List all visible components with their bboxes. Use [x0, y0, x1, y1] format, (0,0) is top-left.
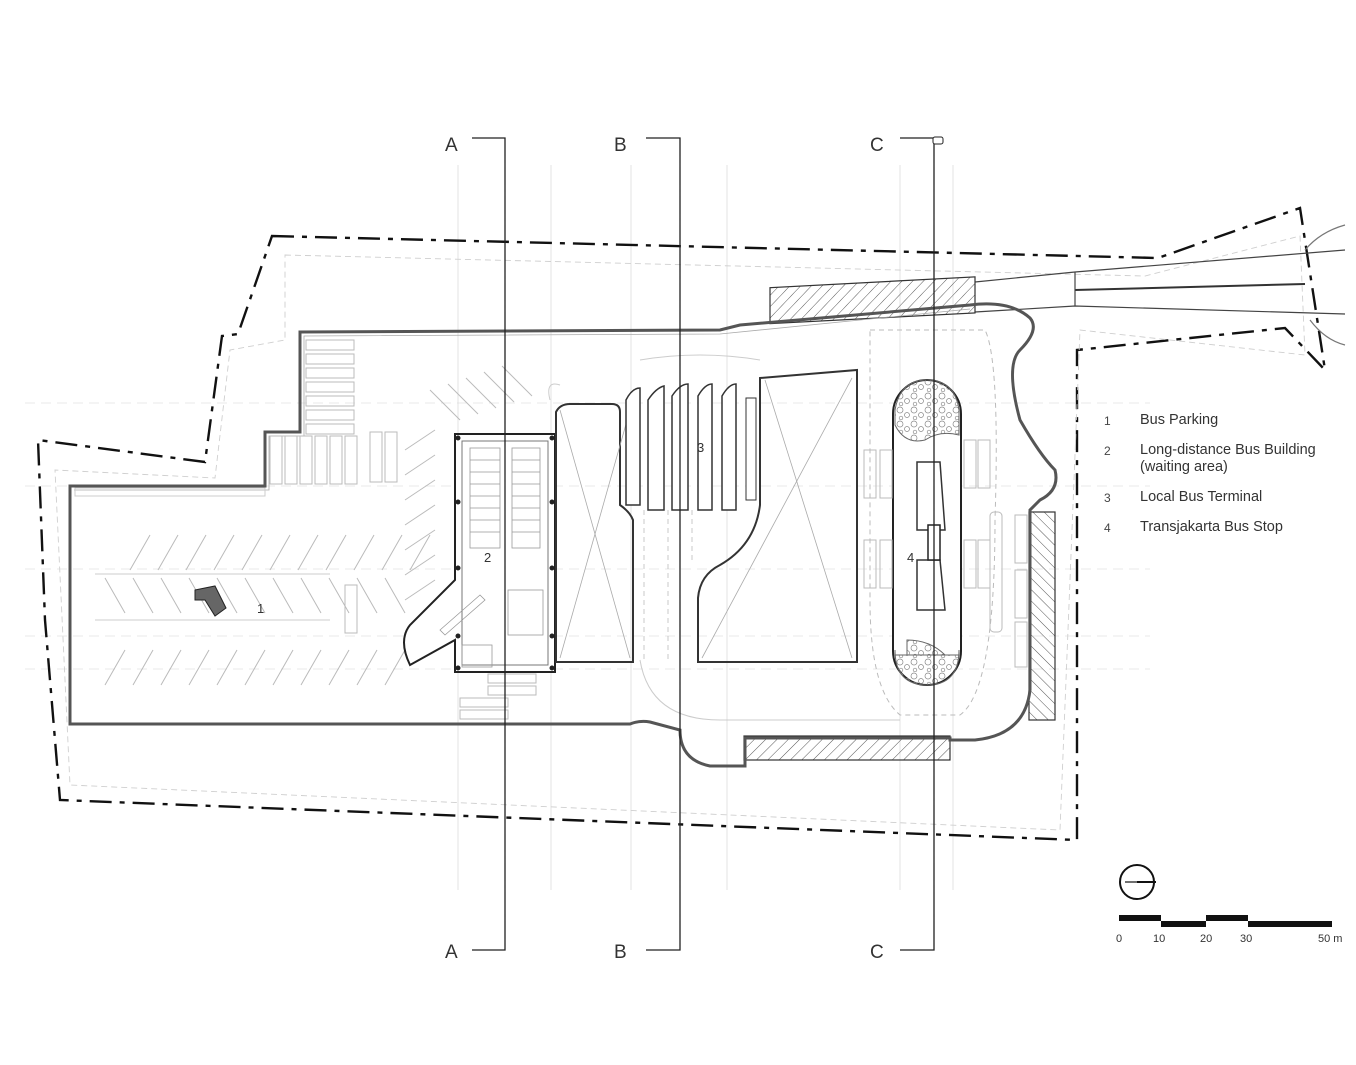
hatched-strip-east [1028, 511, 1056, 721]
setback-line [54, 235, 1306, 831]
transjakarta-loop-road [869, 329, 997, 716]
zone-number-2: 2 [484, 550, 491, 565]
parked-buses-east [863, 439, 1028, 668]
legend-label: Transjakarta Bus Stop [1140, 519, 1283, 535]
zone-number-3: 3 [697, 440, 704, 455]
scale-bar [1119, 915, 1332, 927]
internal-roads [548, 354, 900, 721]
section-label-b-bottom: B [614, 942, 627, 963]
main-site-outline [68, 302, 1058, 768]
zone-number-4: 4 [907, 550, 914, 565]
section-label-a-top: A [445, 135, 458, 156]
scale-tick-20: 20 [1200, 933, 1212, 945]
north-arrow-icon [1119, 864, 1156, 900]
scale-tick-30: 30 [1240, 933, 1252, 945]
legend-item-bus-parking: 1 Bus Parking [1104, 412, 1349, 429]
hatched-strip-south [743, 735, 951, 761]
scale-tick-50: 50 m [1318, 933, 1342, 945]
section-label-c-top: C [870, 135, 884, 156]
legend-label: Long-distance Bus Building (waiting area… [1140, 442, 1316, 475]
legend-label: Bus Parking [1140, 412, 1219, 428]
legend: 1 Bus Parking 2 Long-distance Bus Buildi… [1104, 412, 1349, 549]
parking-kiosk [194, 585, 227, 617]
angled-bus-bays [404, 365, 533, 601]
transjakarta-bus-stop [892, 379, 962, 686]
local-bus-dashed-lanes [643, 510, 693, 660]
legend-number: 3 [1104, 491, 1111, 505]
legend-number: 2 [1104, 444, 1111, 458]
section-label-a-bottom: A [445, 942, 458, 963]
grid-lines [25, 402, 1150, 670]
section-label-b-top: B [614, 135, 627, 156]
canopy-east [697, 368, 858, 663]
local-bus-terminal [625, 383, 757, 511]
legend-item-transjakarta-stop: 4 Transjakarta Bus Stop [1104, 519, 1349, 536]
legend-number: 1 [1104, 414, 1111, 428]
access-road [974, 224, 1346, 346]
legend-item-long-distance-building: 2 Long-distance Bus Building (waiting ar… [1104, 442, 1349, 476]
zone-number-1: 1 [257, 601, 264, 616]
scale-tick-10: 10 [1153, 933, 1165, 945]
parked-buses-south [459, 673, 537, 720]
bus-parking-bays [74, 487, 431, 686]
site-boundary [36, 206, 1327, 842]
legend-label: Local Bus Terminal [1140, 489, 1263, 505]
legend-number: 4 [1104, 521, 1111, 535]
canopy-west [555, 403, 634, 663]
parked-buses-west [269, 339, 398, 634]
section-marker [932, 136, 944, 145]
legend-item-local-bus-terminal: 3 Local Bus Terminal [1104, 489, 1349, 506]
long-distance-bus-building [403, 433, 556, 720]
hatched-strip-north [769, 276, 976, 325]
section-center-lines [504, 138, 935, 950]
section-label-c-bottom: C [870, 942, 884, 963]
scale-tick-0: 0 [1116, 933, 1122, 945]
